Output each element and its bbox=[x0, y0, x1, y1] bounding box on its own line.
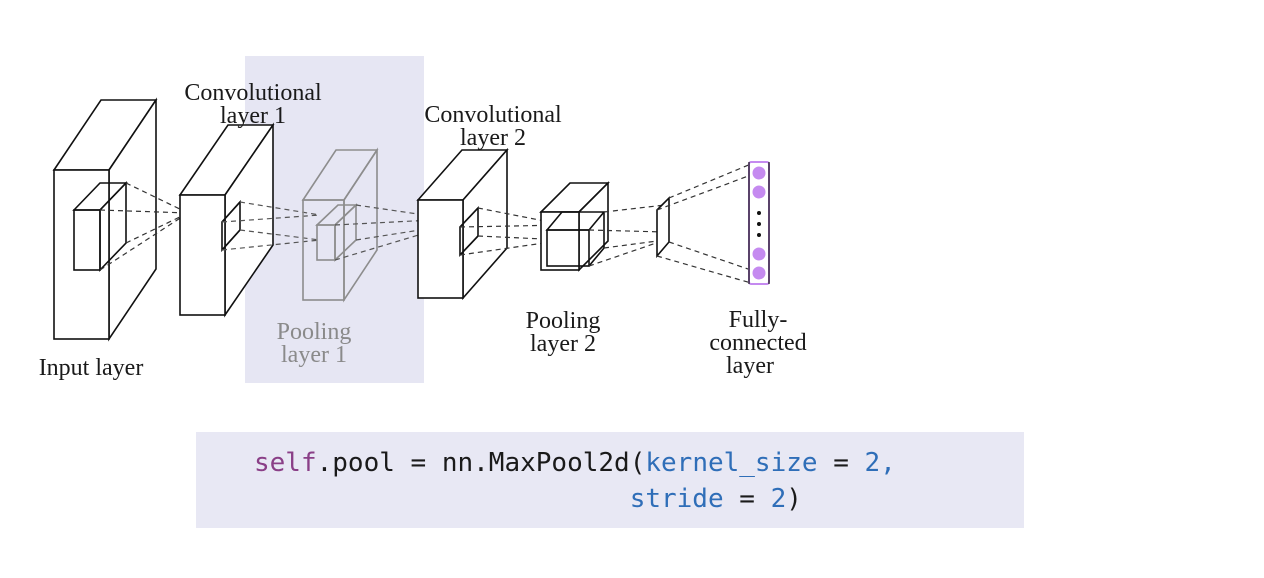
label-conv-layer-1-line2: layer 1 bbox=[220, 103, 286, 129]
code-close-paren: ) bbox=[786, 484, 802, 514]
code-param-kernel-size: kernel_size bbox=[645, 448, 818, 478]
code-param-stride: stride bbox=[629, 484, 724, 514]
label-pooling-layer-2-line1: Pooling bbox=[526, 308, 601, 334]
label-pooling-layer-1-line2: layer 1 bbox=[281, 342, 347, 368]
connectors-pool2-flatten bbox=[588, 204, 666, 267]
code-comma: , bbox=[880, 448, 896, 478]
label-input-layer: Input layer bbox=[39, 355, 144, 381]
fc-neuron bbox=[752, 247, 766, 261]
code-pool-assign: .pool = nn.MaxPool2d( bbox=[316, 448, 646, 478]
label-pooling-layer-2-line2: layer 2 bbox=[530, 331, 596, 357]
label-fc-line2: connected bbox=[709, 330, 806, 356]
label-conv-layer-2-line2: layer 2 bbox=[460, 125, 526, 151]
fully-connected-layer bbox=[748, 161, 770, 285]
pooling-layer-1-highlight bbox=[245, 56, 424, 383]
input-layer-box bbox=[52, 97, 158, 342]
code-equals-1: = bbox=[817, 448, 865, 478]
conv-layer-2-box bbox=[416, 147, 509, 301]
fc-neuron bbox=[752, 266, 766, 280]
code-equals-2: = bbox=[723, 484, 771, 514]
fc-ellipsis-dot bbox=[757, 233, 761, 237]
code-self-keyword: self bbox=[254, 448, 317, 478]
label-fc-line1: Fully- bbox=[729, 307, 788, 333]
label-fc-line3: layer bbox=[726, 353, 774, 379]
fc-ellipsis-dot bbox=[757, 211, 761, 215]
code-line-2: stride = 2) bbox=[254, 484, 802, 514]
label-conv-layer-1-line1: Convolutional bbox=[184, 80, 322, 106]
code-indent bbox=[254, 484, 630, 514]
conv-layer-1-box bbox=[178, 122, 275, 318]
label-conv-layer-2-line1: Convolutional bbox=[424, 102, 562, 128]
code-value-kernel-size: 2 bbox=[864, 448, 881, 478]
code-line-1: self.pool = nn.MaxPool2d(kernel_size = 2… bbox=[254, 448, 896, 478]
connectors-flatten-fc bbox=[656, 163, 752, 284]
code-value-stride: 2 bbox=[770, 484, 787, 514]
code-snippet: self.pool = nn.MaxPool2d(kernel_size = 2… bbox=[196, 432, 1024, 528]
fc-ellipsis-dot bbox=[757, 222, 761, 226]
pooling-layer-2-box bbox=[539, 181, 610, 272]
label-pooling-layer-1-line1: Pooling bbox=[277, 319, 352, 345]
connectors-input-conv1 bbox=[99, 182, 189, 271]
fc-neuron bbox=[752, 166, 766, 180]
fc-neuron bbox=[752, 185, 766, 199]
